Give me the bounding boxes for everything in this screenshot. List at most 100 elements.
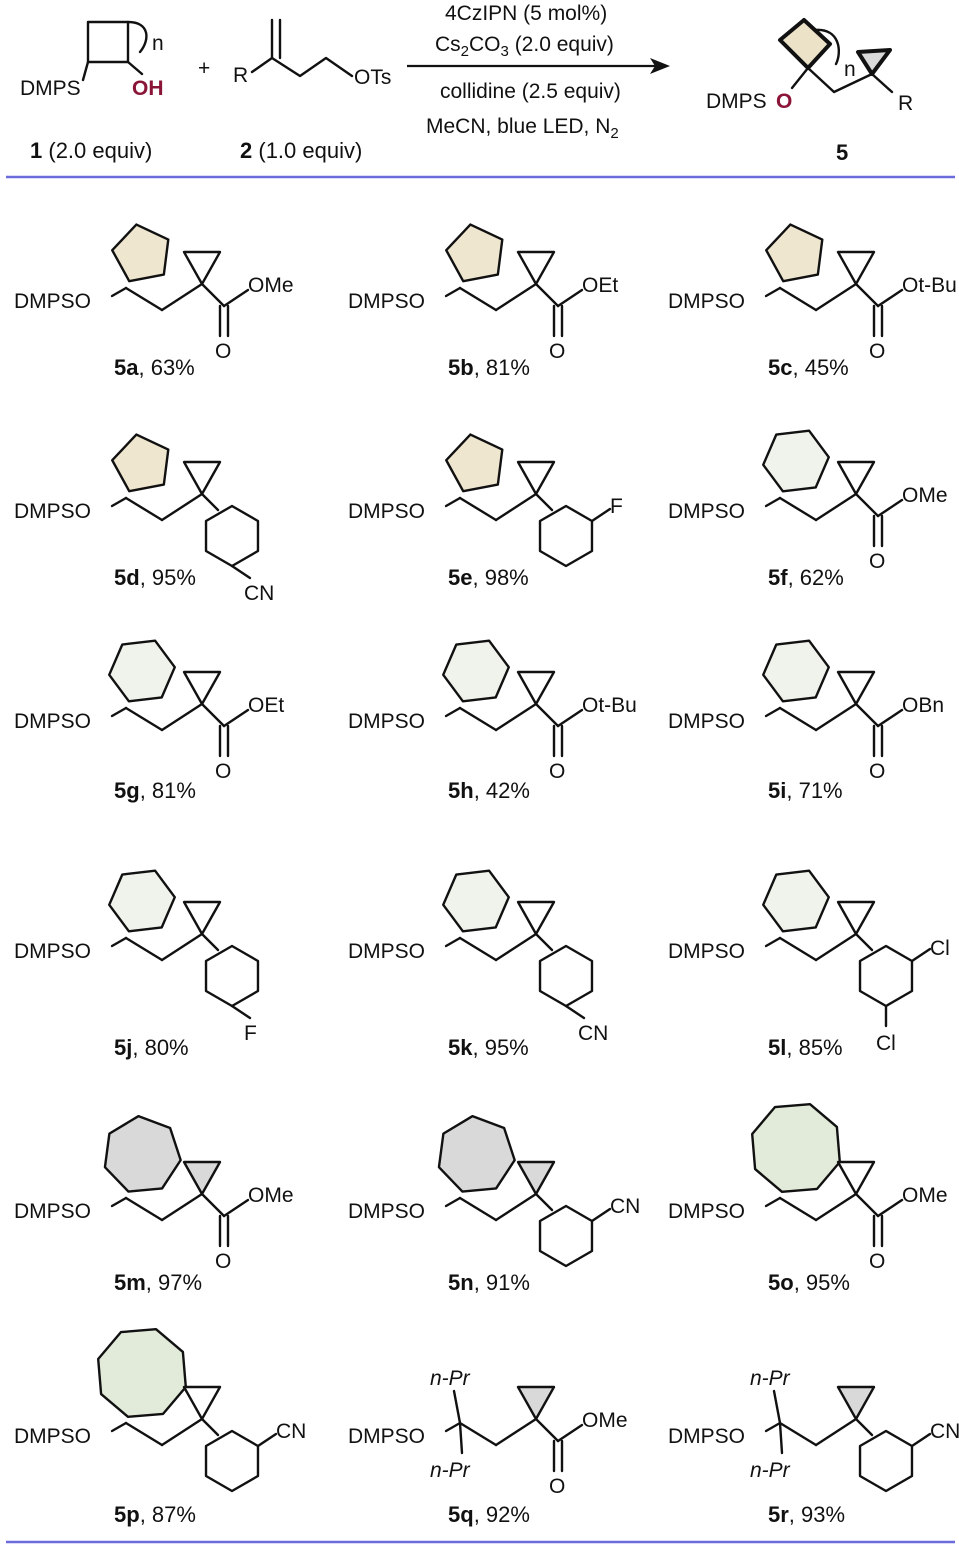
product-o: O bbox=[776, 90, 792, 113]
reaction-arrow bbox=[407, 58, 670, 74]
product-caption: 5m, 97% bbox=[114, 1270, 202, 1295]
product-caption: 5r, 93% bbox=[768, 1502, 845, 1527]
ester-substituent-label: OMe bbox=[248, 274, 294, 297]
product-caption: 5o, 95% bbox=[768, 1270, 850, 1295]
ester-substituent-label: OBn bbox=[902, 694, 944, 717]
product-5a: DMPSO O OMe 5a, 63% bbox=[14, 223, 294, 380]
product-5n: DMPSO CN 5n, 91% bbox=[348, 1114, 640, 1295]
dmpso-label: DMPSO bbox=[668, 290, 745, 313]
ester-substituent-label: OMe bbox=[248, 1184, 294, 1207]
dmpso-label: DMPSO bbox=[348, 710, 425, 733]
product-dmps: DMPS bbox=[706, 90, 767, 113]
product-caption: 5a, 63% bbox=[114, 355, 195, 380]
aryl-substituent-label: CN bbox=[276, 1420, 306, 1443]
aryl-substituent-label: CN bbox=[610, 1195, 640, 1218]
reactant-2: R OTs 2 (1.0 equiv) bbox=[233, 18, 391, 163]
plus-sign: + bbox=[198, 57, 210, 80]
carbonyl-o-label: O bbox=[215, 340, 231, 363]
product-caption: 5g, 81% bbox=[114, 778, 196, 803]
product-5g: DMPSO O OEt 5g, 81% bbox=[14, 639, 284, 803]
product-5h: DMPSO O Ot-Bu 5h, 42% bbox=[348, 639, 637, 803]
aryl-substituent-label: CN bbox=[930, 1420, 959, 1443]
carbonyl-o-label: O bbox=[215, 1250, 231, 1273]
scheme-header: n DMPS OH 1 (2.0 equiv) + R OTs 2 (1.0 e… bbox=[20, 2, 913, 165]
ester-substituent-label: Ot-Bu bbox=[582, 694, 637, 717]
product-5c: DMPSO O Ot-Bu 5c, 45% bbox=[668, 223, 957, 380]
aryl-substituent-label: Cl bbox=[876, 1032, 896, 1055]
dmpso-label: DMPSO bbox=[348, 1200, 425, 1223]
reactant-1: n DMPS OH 1 (2.0 equiv) bbox=[20, 20, 164, 163]
n-propyl-label: n-Pr bbox=[430, 1367, 471, 1390]
aryl-substituent-label: F bbox=[610, 495, 623, 518]
carbonyl-o-label: O bbox=[869, 340, 885, 363]
product-caption: 5h, 42% bbox=[448, 778, 530, 803]
product-5b: DMPSO O OEt 5b, 81% bbox=[348, 223, 618, 380]
product-caption: 5q, 92% bbox=[448, 1502, 530, 1527]
reactant-2-caption: 2 (1.0 equiv) bbox=[240, 138, 362, 163]
dmpso-label: DMPSO bbox=[14, 1425, 91, 1448]
product-caption: 5j, 80% bbox=[114, 1035, 189, 1060]
aryl-substituent-label: CN bbox=[244, 582, 274, 605]
dmpso-label: DMPSO bbox=[668, 940, 745, 963]
product-5-general: n DMPS O R 5 bbox=[706, 18, 913, 165]
dmpso-label: DMPSO bbox=[668, 500, 745, 523]
product-caption: 5b, 81% bbox=[448, 355, 530, 380]
product-5d: DMPSO CN 5d, 95% bbox=[14, 433, 274, 605]
dmpso-label: DMPSO bbox=[14, 500, 91, 523]
carbonyl-o-label: O bbox=[869, 1250, 885, 1273]
condition-additive: collidine (2.5 equiv) bbox=[440, 80, 621, 103]
product-caption: 5l, 85% bbox=[768, 1035, 843, 1060]
n-propyl-label: n-Pr bbox=[750, 1459, 791, 1482]
reactant-1-dmps: DMPS bbox=[20, 77, 81, 100]
product-caption: 5k, 95% bbox=[448, 1035, 529, 1060]
ester-substituent-label: Ot-Bu bbox=[902, 274, 957, 297]
dmpso-label: DMPSO bbox=[348, 1425, 425, 1448]
product-caption: 5d, 95% bbox=[114, 565, 196, 590]
aryl-substituent-label: Cl bbox=[930, 937, 950, 960]
dmpso-label: DMPSO bbox=[668, 1200, 745, 1223]
product-grid: DMPSO O OMe 5a, 63% DMPSO O OEt 5b, 81% DMPSO O Ot… bbox=[14, 223, 959, 1527]
product-5p: DMPSO CN 5p, 87% bbox=[14, 1327, 306, 1527]
aryl-substituent-label: CN bbox=[578, 1022, 608, 1045]
dmpso-label: DMPSO bbox=[14, 710, 91, 733]
product-caption: 5n, 91% bbox=[448, 1270, 530, 1295]
condition-solvent: MeCN, blue LED, N2 bbox=[426, 115, 619, 142]
dmpso-label: DMPSO bbox=[668, 710, 745, 733]
product-caption: 5p, 87% bbox=[114, 1502, 196, 1527]
dmpso-label: DMPSO bbox=[14, 940, 91, 963]
product-r: R bbox=[898, 92, 913, 115]
dmpso-label: DMPSO bbox=[14, 1200, 91, 1223]
dmpso-label: DMPSO bbox=[348, 940, 425, 963]
n-propyl-label: n-Pr bbox=[430, 1459, 471, 1482]
condition-catalyst: 4CzIPN (5 mol%) bbox=[445, 2, 607, 25]
product-n: n bbox=[844, 58, 856, 81]
n-propyl-label: n-Pr bbox=[750, 1367, 791, 1390]
reactant-1-caption: 1 (2.0 equiv) bbox=[30, 138, 152, 163]
ester-substituent-label: OMe bbox=[902, 484, 948, 507]
dmpso-label: DMPSO bbox=[348, 500, 425, 523]
reactant-2-r: R bbox=[233, 64, 248, 87]
carbonyl-o-label: O bbox=[549, 1475, 565, 1498]
carbonyl-o-label: O bbox=[549, 760, 565, 783]
carbonyl-o-label: O bbox=[215, 760, 231, 783]
dmpso-label: DMPSO bbox=[14, 290, 91, 313]
condition-base: Cs2CO3 (2.0 equiv) bbox=[435, 33, 614, 60]
carbonyl-o-label: O bbox=[549, 340, 565, 363]
product-caption: 5c, 45% bbox=[768, 355, 849, 380]
reactant-1-n: n bbox=[152, 32, 164, 55]
ester-substituent-label: OEt bbox=[582, 274, 618, 297]
ester-substituent-label: OEt bbox=[248, 694, 284, 717]
ester-substituent-label: OMe bbox=[582, 1409, 628, 1432]
dmpso-label: DMPSO bbox=[348, 290, 425, 313]
product-5m: DMPSO O OMe 5m, 97% bbox=[14, 1114, 294, 1295]
reaction-conditions: 4CzIPN (5 mol%) Cs2CO3 (2.0 equiv) colli… bbox=[426, 2, 621, 142]
